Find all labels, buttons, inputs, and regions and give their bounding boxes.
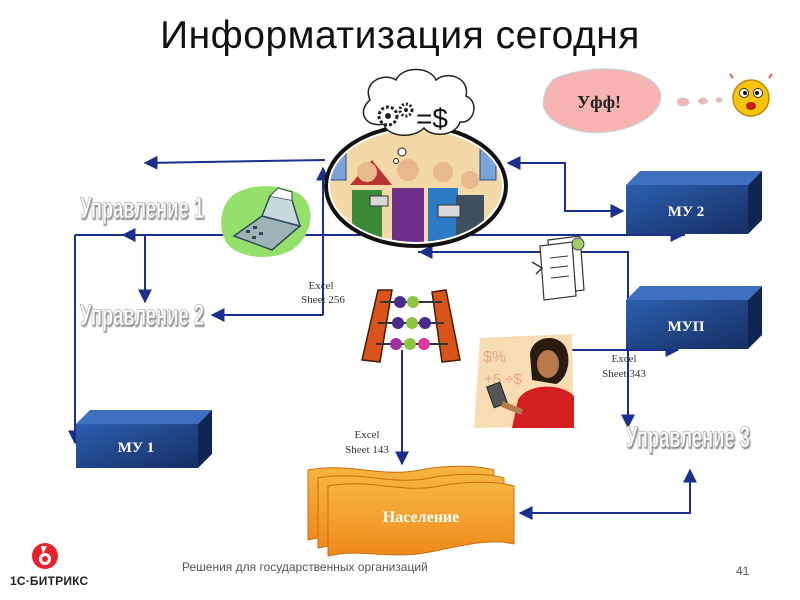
brand-name: 1С·БИТРИКС	[10, 574, 89, 588]
box-mu1-label: МУ 1	[118, 440, 154, 456]
money-symbol: =$	[416, 103, 448, 134]
excel-sheet-labels: Excel Sheet 256 Excel Sheet 343 Excel Sh…	[301, 280, 646, 456]
box-mup[interactable]: МУП	[626, 286, 762, 349]
box-mu2-label: МУ 2	[668, 204, 704, 220]
sheet-343-line2: Sheet 343	[602, 368, 646, 380]
arrow-to-dept1	[143, 155, 326, 170]
dept2-label: Управление 2	[80, 299, 204, 332]
footer-caption: Решения для государственных организаций	[182, 560, 428, 574]
arrow-to-population	[518, 478, 691, 520]
fax-machine-icon	[221, 186, 311, 257]
speech-bubble: Уфф!	[542, 68, 723, 134]
sheet-343-line1: Excel	[611, 353, 636, 365]
gears-icon	[377, 102, 414, 127]
sheet-256-line1: Excel	[308, 280, 333, 292]
svg-text:+5 ÷$: +5 ÷$	[484, 371, 523, 388]
dept1-label: Управление 1	[80, 192, 204, 225]
slide-title: Информатизация сегодня	[160, 14, 640, 57]
box-mup-label: МУП	[668, 319, 705, 335]
department-labels: Управление 1 Управление 2 Управление 3	[80, 192, 751, 455]
sheet-143-line2: Sheet 143	[345, 444, 389, 456]
shocked-emoji-icon	[729, 73, 773, 117]
box-mu2[interactable]: МУ 2	[626, 171, 762, 234]
page-number: 41	[736, 564, 750, 578]
arrow-center-to-mu2	[510, 162, 625, 218]
population-label: Население	[383, 509, 459, 526]
speech-bubble-text: Уфф!	[577, 92, 621, 112]
money-thought-cloud: =$	[362, 68, 475, 164]
svg-text:$%: $%	[483, 349, 506, 366]
woman-calculator-clipart: $% +5 ÷$	[474, 334, 574, 428]
dept3-label: Управление 3	[626, 421, 750, 454]
abacus-icon	[361, 289, 461, 363]
box-mu1[interactable]: МУ 1	[76, 410, 212, 468]
population-box[interactable]: Население	[307, 465, 515, 557]
sheet-143-line1: Excel	[354, 429, 379, 441]
bitrix-logo-icon	[32, 543, 58, 569]
sheet-256-line2: Sheet 256	[301, 294, 345, 306]
checklist-icon	[531, 235, 585, 301]
office-people-clipart	[324, 124, 508, 248]
